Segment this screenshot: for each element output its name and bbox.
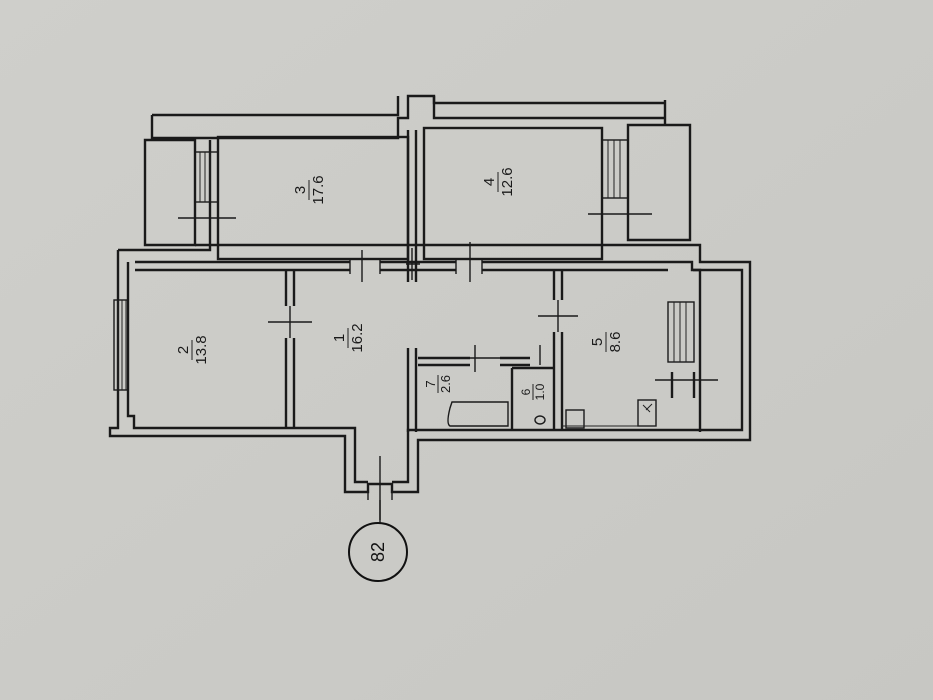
windows <box>113 139 718 398</box>
room-5-number: 5 <box>589 338 606 346</box>
room-2-number: 2 <box>175 346 192 354</box>
apartment-marker: 82 <box>348 500 408 582</box>
room-1-area: 16.2 <box>349 323 366 352</box>
door-marks <box>268 242 578 520</box>
room-5-area: 8.6 <box>607 332 624 353</box>
room-1-number: 1 <box>331 334 348 342</box>
room-4-area: 12.6 <box>499 167 516 196</box>
room-6-area: 1.0 <box>533 383 547 400</box>
window-room-2 <box>113 299 129 391</box>
room-7-area: 2.6 <box>438 375 453 393</box>
room-6-number: 6 <box>519 388 533 395</box>
window-room-4 <box>588 139 652 215</box>
window-room-5 <box>655 301 718 398</box>
room-7-number: 7 <box>423 380 438 387</box>
room-3-area: 17.6 <box>310 175 327 204</box>
room-4-number: 4 <box>481 178 498 186</box>
room-2-area: 13.8 <box>193 335 210 364</box>
room-4-label: 4 12.6 <box>481 167 516 196</box>
room-3-label: 3 17.6 <box>292 175 327 204</box>
room-3-number: 3 <box>292 186 309 194</box>
window-room-3 <box>178 151 236 219</box>
apartment-number: 82 <box>368 542 388 562</box>
room-7-label: 7 2.6 <box>423 375 453 393</box>
room-labels: 3 17.6 4 12.6 2 13.8 1 16.2 5 8.6 7 2.6 <box>175 167 624 400</box>
room-1-label: 1 16.2 <box>331 323 366 352</box>
room-2-label: 2 13.8 <box>175 335 210 364</box>
room-6-label: 6 1.0 <box>519 383 547 400</box>
room-5-label: 5 8.6 <box>589 332 624 353</box>
